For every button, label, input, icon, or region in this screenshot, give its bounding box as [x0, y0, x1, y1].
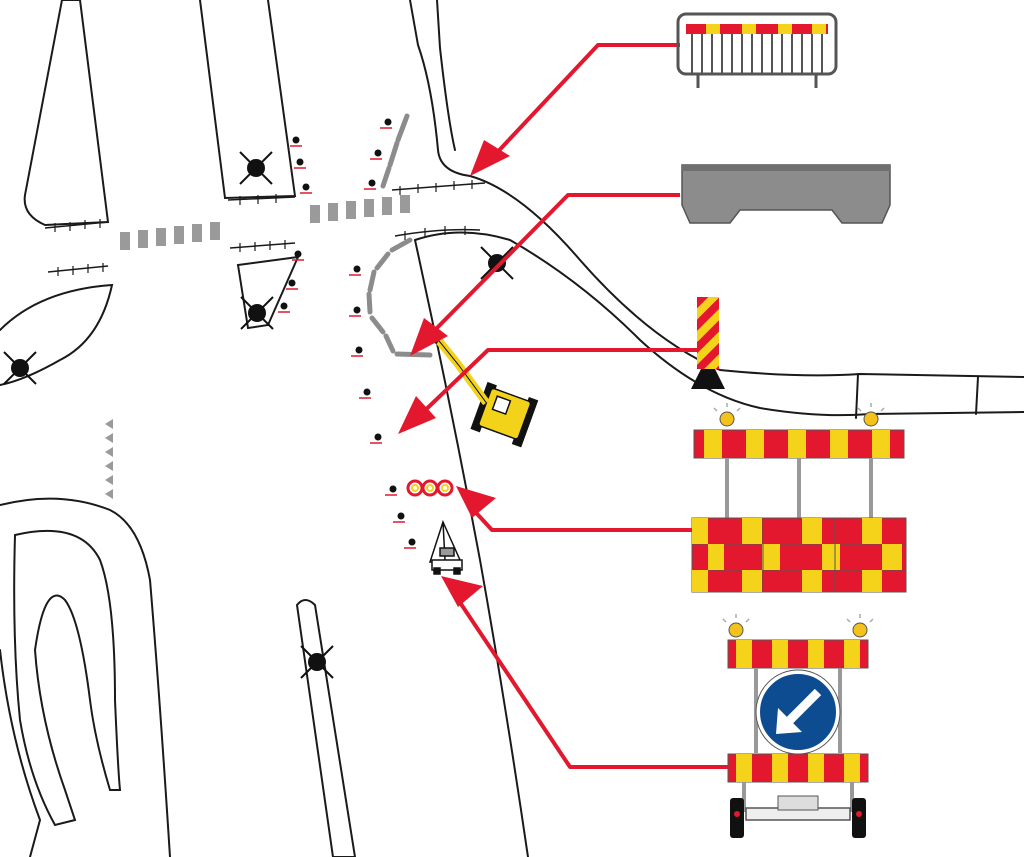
- traffic-cone-icon: [385, 485, 397, 496]
- keep-left-arrow-icon: [755, 669, 841, 755]
- street-lamp-icon: [240, 296, 274, 330]
- warning-lamp-icon: [846, 614, 874, 638]
- traffic-cone-icon: [370, 149, 382, 160]
- traffic-cone-icon: [278, 302, 290, 313]
- concrete-barrier-icon: [681, 164, 891, 224]
- street-lamp-icon: [3, 351, 37, 385]
- crosswalk-left: [120, 222, 220, 250]
- traffic-cone-icon: [294, 158, 306, 169]
- traffic-cone-icon: [300, 183, 312, 194]
- traffic-cone-icon: [290, 136, 302, 147]
- traffic-cone-icon: [359, 388, 371, 399]
- traffic-cone-icon: [364, 179, 376, 190]
- arrow-fence: [488, 43, 680, 162]
- traffic-cone-group: [278, 118, 416, 549]
- delineator-post-icon: [691, 297, 725, 389]
- callout-arrowheads: [398, 140, 510, 607]
- arrow-post: [413, 348, 700, 422]
- traffic-cone-icon: [380, 118, 392, 129]
- traffic-cone-icon: [349, 265, 361, 276]
- concrete-barrier-segments: [366, 113, 433, 358]
- fence-barrier-icon: [676, 12, 838, 88]
- arrow-concrete: [428, 193, 680, 337]
- warning-lamp-icon: [713, 403, 741, 427]
- keep-left-sign-trailer-icon: [722, 614, 874, 838]
- warning-lamp-icon: [857, 403, 885, 427]
- traffic-cone-icon: [370, 433, 382, 444]
- map-fence-ticks: [54, 180, 473, 276]
- trailer-topview-icon: [428, 519, 463, 575]
- street-lamp-icon: [239, 151, 273, 185]
- traffic-cone-icon: [351, 346, 363, 357]
- arrow-boards: [466, 502, 695, 532]
- traffic-cone-icon: [349, 306, 361, 317]
- crosswalk-right: [310, 195, 410, 223]
- barrier-board-icon: [691, 403, 907, 593]
- street-lamp-icon: [300, 645, 334, 679]
- traffic-cone-icon: [292, 250, 304, 261]
- street-lamp-group: [3, 151, 514, 679]
- barrier-board-map-icon: [406, 479, 454, 497]
- traffic-cone-icon: [393, 512, 405, 523]
- traffic-cone-icon: [404, 538, 416, 549]
- arrow-trailer: [453, 593, 730, 769]
- callout-arrows: [413, 43, 730, 769]
- traffic-cone-icon: [286, 279, 298, 290]
- street-lamp-icon: [480, 246, 514, 280]
- warning-lamp-icon: [722, 614, 750, 638]
- yield-triangle-markings: [105, 419, 113, 499]
